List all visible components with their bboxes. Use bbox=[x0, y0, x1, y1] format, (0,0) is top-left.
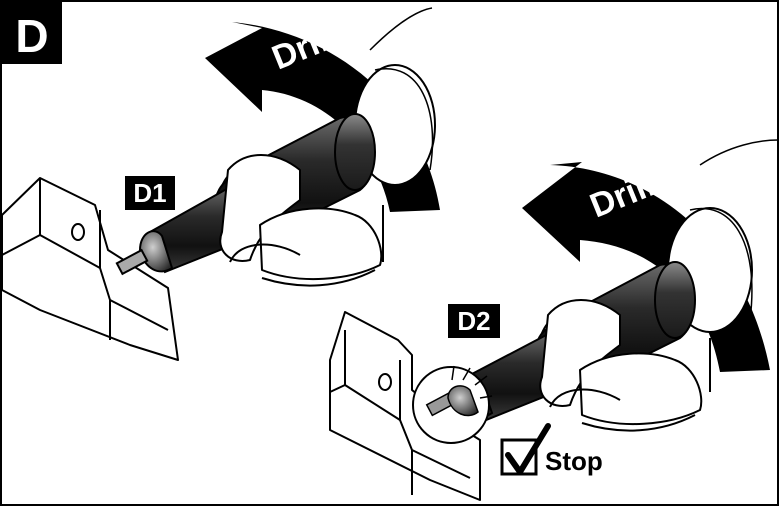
step-badge-label: D bbox=[15, 10, 48, 62]
detail-magnifier bbox=[412, 365, 493, 444]
check-mark-icon bbox=[505, 423, 551, 475]
substep-badge-2: D2 bbox=[448, 304, 500, 338]
substep-badge-1-label: D1 bbox=[133, 178, 166, 208]
hand-2 bbox=[539, 299, 711, 432]
stop-indicator: Stop bbox=[500, 423, 603, 476]
substep-badge-2-label: D2 bbox=[457, 306, 490, 336]
substep-badge-1: D1 bbox=[125, 176, 175, 210]
rail-profile-1 bbox=[1, 177, 179, 361]
hand-1 bbox=[219, 154, 384, 287]
stop-label: Stop bbox=[545, 446, 603, 476]
rail-profile-2 bbox=[329, 311, 481, 501]
step-badge: D bbox=[2, 2, 62, 64]
